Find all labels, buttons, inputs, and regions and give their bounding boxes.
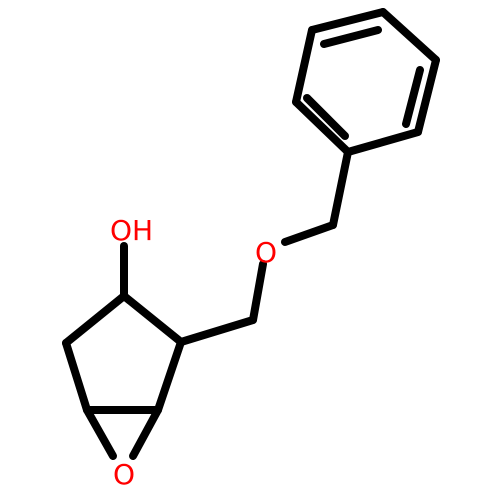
bond-ch2-to-ether-o	[281, 221, 337, 246]
bond	[292, 98, 352, 156]
bond-ch2-to-ring	[177, 316, 257, 346]
aromatic-inner-bond	[320, 26, 382, 48]
bond	[62, 292, 128, 347]
bond	[62, 339, 91, 414]
benzene-ring	[292, 8, 440, 156]
bond-ring-to-ch2	[329, 148, 352, 229]
bond	[83, 406, 117, 460]
bond	[344, 128, 422, 156]
bond	[414, 56, 440, 136]
aromatic-inner-bond	[303, 94, 349, 140]
bond	[379, 8, 440, 64]
epoxide-ring	[83, 406, 162, 460]
epoxide-oxygen-label: O	[113, 458, 135, 491]
aromatic-inner-bond	[402, 66, 424, 128]
bond	[154, 338, 185, 414]
bond	[308, 8, 387, 34]
cyclopentane-ring	[62, 292, 185, 414]
bond-ether-o-to-ch2	[249, 260, 267, 324]
hydroxyl-label: OH	[110, 214, 153, 247]
bond	[129, 406, 162, 460]
bond	[120, 292, 185, 346]
ether-oxygen-label: O	[255, 236, 277, 269]
bond	[292, 26, 316, 106]
